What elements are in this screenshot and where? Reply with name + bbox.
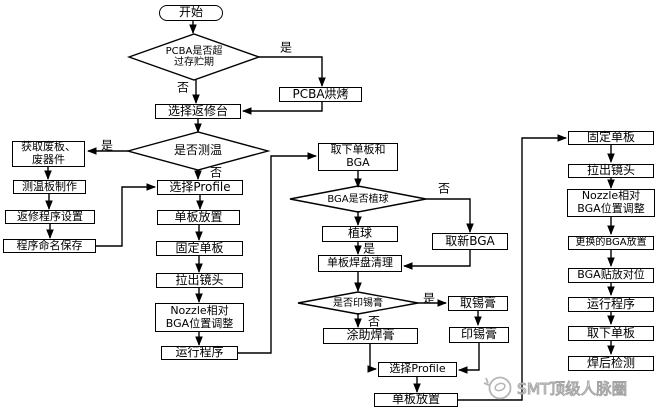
label-yes: 是 <box>279 40 293 55</box>
pull-out-lens-node-2: 拉出镜头 <box>568 163 654 178</box>
watermark: SMT顶级人脉圈 <box>481 374 628 402</box>
flow-arrow <box>259 56 326 87</box>
get-scrap-board-node: 获取废板、 废器件 <box>12 141 85 167</box>
replaced-bga-placement-node: 更换的BGA放置 <box>568 236 654 250</box>
nozzle-bga-adjust-node: Nozzle相对 BGA位置调整 <box>155 303 244 332</box>
print-solder-paste-node: 印锡膏 <box>449 327 509 343</box>
smt-circle-logo-icon <box>483 376 512 400</box>
run-program-node-2: 运行程序 <box>568 297 654 312</box>
fix-board-node: 固定单板 <box>156 241 243 256</box>
pcba-storage-decision: PCBA是否超 过存贮期 <box>165 46 223 68</box>
bga-align-node: BGA贴放对位 <box>568 268 654 283</box>
board-pad-clean-node: 单板焊盘清理 <box>318 255 402 272</box>
label-yes: 是 <box>100 138 114 153</box>
flow-arrow <box>458 343 480 374</box>
make-temp-board-node: 测温板制作 <box>13 180 86 194</box>
ball-planting-node: 植球 <box>322 226 398 242</box>
board-placement-node: 单板放置 <box>157 210 240 225</box>
flow-arrow <box>96 183 156 247</box>
measure-temp-decision-shape <box>125 131 271 171</box>
flow-arrow <box>367 344 377 373</box>
bga-balled-decision: BGA是否植球 <box>327 193 389 205</box>
label-no: 否 <box>437 181 451 196</box>
flow-arrow <box>458 134 567 401</box>
label-no: 否 <box>176 80 190 95</box>
apply-flux-node: 涂助焊膏 <box>323 328 418 344</box>
pcba-bake-node: PCBA烘烤 <box>279 87 362 102</box>
run-program-node: 运行程序 <box>161 345 238 360</box>
board-placement-node-2: 单板放置 <box>374 392 458 407</box>
post-solder-inspection-node: 焊后检测 <box>568 356 654 371</box>
flow-arrow <box>426 198 474 233</box>
nozzle-bga-adjust-node-2: Nozzle相对 BGA位置调整 <box>567 189 655 217</box>
label-yes: 是 <box>422 291 436 306</box>
rework-program-setting-node: 返修程序设置 <box>5 210 95 224</box>
select-profile-node-2: 选择Profile <box>378 362 457 377</box>
flow-arrow <box>238 152 317 354</box>
label-yes: 是 <box>362 241 376 256</box>
label-no: 否 <box>209 165 223 180</box>
remove-board-and-bga-node: 取下单板和 BGA <box>318 143 398 171</box>
watermark-text: SMT顶级人脉圈 <box>516 380 628 399</box>
measure-temp-decision: 是否测温 <box>173 143 222 158</box>
get-new-bga-node: 取新BGA <box>432 233 508 250</box>
print-paste-decision: 是否印锡膏 <box>333 297 383 309</box>
flow-arrow <box>403 250 471 270</box>
get-solder-paste-node: 取锡膏 <box>448 296 508 311</box>
label-no: 否 <box>367 314 381 329</box>
fix-board-node-2: 固定单板 <box>568 130 654 145</box>
select-rework-station-node: 选择返修台 <box>155 104 241 119</box>
remove-board-node: 取下单板 <box>568 326 654 341</box>
pull-out-lens-node: 拉出镜头 <box>156 273 243 288</box>
select-profile-node: 选择Profile <box>157 180 243 195</box>
start-node: 开始 <box>159 5 223 21</box>
flow-arrow <box>242 102 323 115</box>
program-name-save-node: 程序命名保存 <box>3 239 96 253</box>
